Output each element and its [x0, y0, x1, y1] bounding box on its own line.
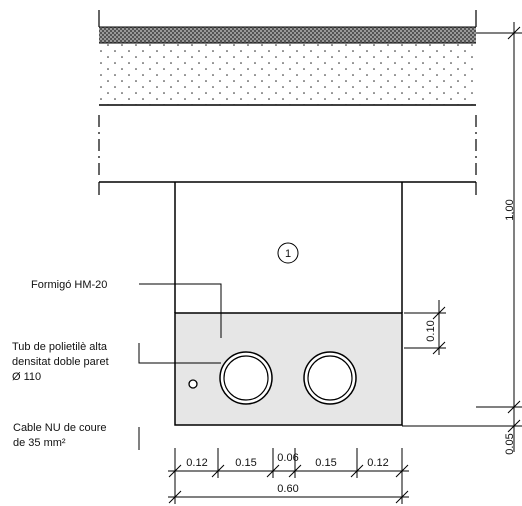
concrete-block	[174, 312, 403, 426]
dimension-seg-2: 0.15	[235, 457, 256, 469]
concrete-label: Formigó HM-20	[31, 279, 107, 291]
dimension-tube-height: 0.10	[425, 320, 437, 341]
dimension-depth-bottom: 0.05	[504, 433, 516, 454]
dimension-total-width: 0.60	[277, 483, 298, 495]
horizontal-dimensions	[168, 448, 409, 504]
dimension-depth-total: 1,00	[504, 199, 516, 220]
dimension-seg-4: 0.15	[315, 457, 336, 469]
fill-marker-circle	[277, 242, 299, 264]
asphalt-layer	[99, 27, 476, 43]
cable-label-line2: de 35 mm²	[13, 437, 66, 449]
tube-label-line3: Ø 110	[12, 371, 41, 383]
leader-lines	[138, 283, 222, 450]
dimension-seg-1: 0.12	[186, 457, 207, 469]
fill-marker-number: 1	[285, 248, 291, 260]
trench: 1	[174, 182, 403, 426]
dimension-seg-5: 0.12	[367, 457, 388, 469]
dimension-seg-3: 0.06	[277, 452, 298, 464]
tube-label-line2: densitat doble paret	[12, 356, 109, 368]
tube-label-line1: Tub de polietilè alta	[12, 341, 108, 353]
cable-label-line1: Cable NU de coure	[13, 422, 107, 434]
subbase-layer	[99, 43, 476, 105]
vertical-dimensions	[402, 22, 522, 452]
pavement-layers	[99, 26, 476, 183]
earth-cable	[188, 379, 198, 389]
break-lines	[98, 10, 477, 195]
